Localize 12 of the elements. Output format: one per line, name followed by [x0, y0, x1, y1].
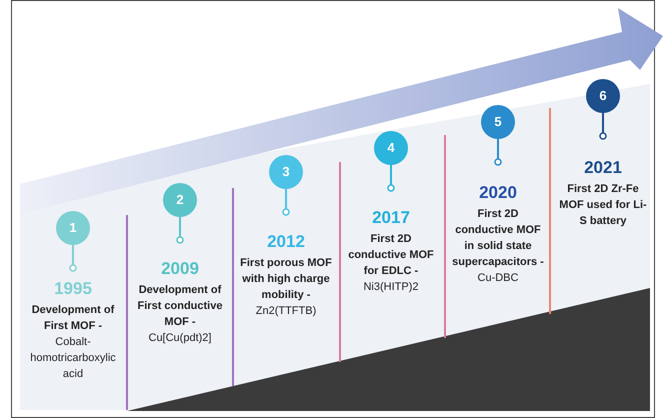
year-label: 1995 [54, 278, 92, 300]
milestone-description: First 2D conductive MOF for EDLC - Ni3(HITP)2 [347, 232, 435, 295]
milestone-description: Development of First conductive MOF - Cu[Cu(pdt)2] [136, 283, 224, 346]
milestone-description: Development of First MOF - Cobalt-homotricarboxylic acid [29, 303, 117, 382]
milestone-description: First 2D Zr-Fe MOF used for Li-S battery [558, 182, 648, 229]
year-label: 2020 [479, 182, 517, 204]
year-label: 2012 [267, 231, 305, 253]
milestone-description: First 2D conductive MOF in solid state supercapacitors - Cu-DBC [451, 207, 545, 286]
milestone-description: First porous MOF with high charge mobility - Zn2(TTFTB) [239, 256, 333, 319]
year-label: 2009 [161, 258, 199, 280]
year-label: 2017 [372, 207, 410, 229]
year-label: 2021 [584, 157, 622, 179]
